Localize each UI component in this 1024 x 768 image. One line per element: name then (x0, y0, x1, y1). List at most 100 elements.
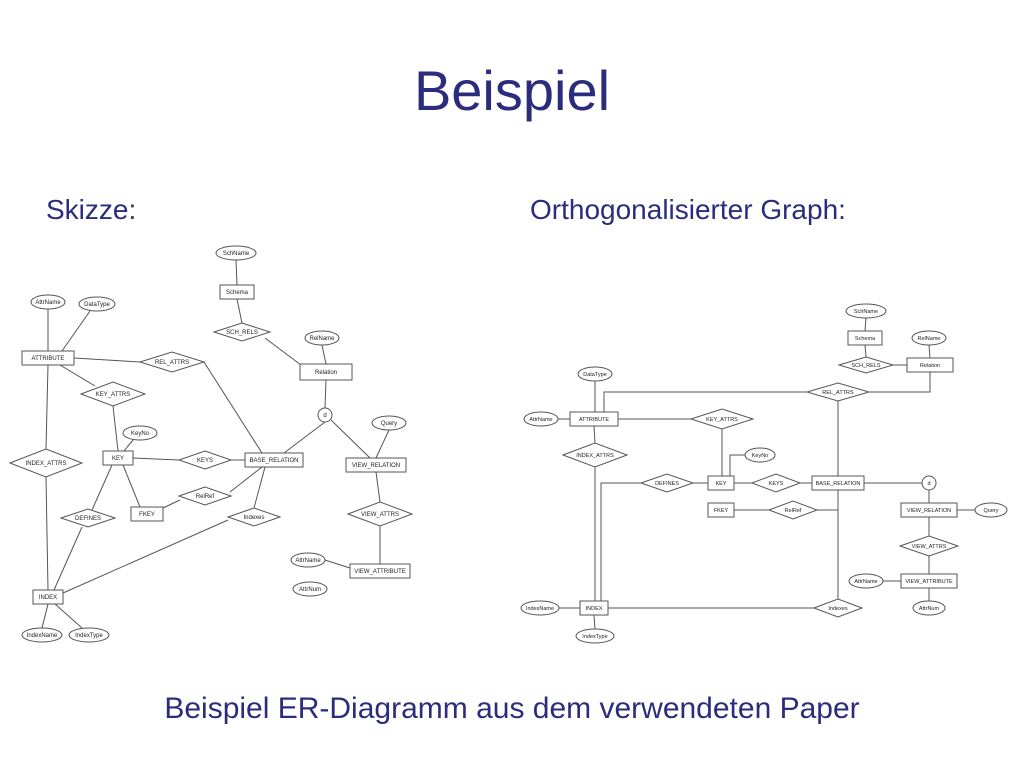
sketch-index-attrs-label: INDEX_ATTRS (26, 461, 67, 467)
ortho-rel-attrs-relationship: REL_ATTRS (805, 382, 871, 402)
sketch-view-relation-entity: VIEW_RELATION (345, 457, 407, 473)
sketch-key-attrs-relationship: KEY_ATTRS (79, 381, 147, 407)
ortho-query-label: Query (984, 508, 999, 514)
sketch-schname-label: SchName (223, 251, 250, 257)
ortho-relation-entity: Relation (906, 357, 954, 373)
ortho-schema-label: Schema (855, 336, 876, 342)
sketch-key-attrs-label: KEY_ATTRS (96, 392, 131, 398)
ortho-attrnum-label: AttrNum (919, 606, 940, 612)
sketch-keyno-attribute: KeyNo (122, 425, 158, 441)
ortho-attribute-label: ATTRIBUTE (579, 417, 609, 423)
ortho-edge (864, 344, 867, 358)
ortho-edge (729, 454, 746, 476)
orthogonal-graph-label: Orthogonalisierter Graph: (530, 194, 846, 225)
sketch-edge (73, 357, 141, 363)
sketch-label: Skizze: (46, 194, 137, 225)
sketch-schema-label: Schema (226, 290, 249, 296)
sketch-index-entity: INDEX (32, 589, 64, 605)
sketch-attrnum-label: AttrNum (299, 587, 321, 593)
sketch-indexes-relationship: Indexes (226, 507, 282, 527)
slide-title: Beispiel (413, 59, 611, 122)
sketch-edge (132, 457, 180, 461)
ortho-indexes-label: Indexes (828, 606, 848, 612)
sketch-edge (203, 361, 263, 454)
sketch-view-attribute-label: VIEW_ATTRIBUTE (354, 569, 406, 575)
sketch-edge (45, 476, 49, 591)
ortho-keyno-label: KeyNo (752, 453, 769, 459)
ortho-d-circle: d (921, 475, 937, 491)
ortho-base-relation-entity: BASE_RELATION (811, 475, 865, 491)
ortho-schname-attribute: SchName (845, 303, 887, 319)
ortho-attrname2-attribute: AttrName (848, 573, 884, 589)
ortho-indexname-label: IndexName (526, 606, 554, 612)
sketch-relname-label: RelName (309, 336, 335, 342)
sketch-view-attribute-entity: VIEW_ATTRIBUTE (349, 563, 411, 579)
ortho-query-attribute: Query (974, 502, 1008, 518)
sketch-sch-rels-label: SCH_RELS (226, 330, 258, 336)
sketch-view-attrs-relationship: VIEW_ATTRS (346, 501, 414, 527)
sketch-edge (41, 603, 49, 629)
sketch-attrname-label: AttrName (35, 300, 61, 306)
ortho-relname-attribute: RelName (911, 330, 947, 346)
sketch-keys-label: KEYS (197, 458, 213, 464)
sketch-indexname-label: IndexName (27, 633, 58, 639)
sketch-attrname2-label: AttrName (295, 558, 321, 564)
sketch-edge (375, 429, 390, 459)
ortho-edge (593, 425, 596, 444)
ortho-edge (864, 317, 867, 332)
sketch-keys-relationship: KEYS (177, 450, 233, 470)
ortho-edge (593, 614, 596, 630)
sketch-edge (264, 337, 306, 369)
ortho-fkey-entity: FKEY (707, 502, 735, 518)
ortho-index-attrs-label: INDEX_ATTRS (576, 453, 614, 459)
sketch-edge (375, 471, 381, 503)
ortho-schname-label: SchName (854, 309, 878, 315)
ortho-edge (603, 391, 807, 412)
sketch-index-label: INDEX (39, 595, 57, 601)
ortho-attrname2-label: AttrName (854, 579, 877, 585)
sketch-relref-relationship: RelRef (177, 486, 233, 506)
sketch-rel-attrs-relationship: REL_ATTRS (138, 351, 206, 373)
sketch-query-attribute: Query (371, 415, 407, 431)
ortho-view-attrs-label: VIEW_ATTRS (912, 544, 947, 550)
sketch-edge (53, 526, 83, 591)
ortho-defines-relationship: DEFINES (639, 473, 695, 493)
sketch-edge (112, 405, 119, 452)
ortho-datatype-label: DataType (583, 372, 607, 378)
sketch-relation-label: Relation (315, 370, 337, 376)
ortho-keyno-attribute: KeyNo (744, 447, 776, 463)
ortho-index-label: INDEX (586, 606, 603, 612)
sketch-key-entity: KEY (102, 450, 134, 466)
sketch-edge (330, 419, 371, 459)
sketch-attribute-entity: ATTRIBUTE (21, 350, 75, 366)
ortho-key-entity: KEY (707, 475, 735, 491)
ortho-rel-attrs-label: REL_ATTRS (822, 390, 854, 396)
sketch-d-circle: d (317, 407, 333, 423)
ortho-datatype-attribute: DataType (577, 366, 613, 382)
sketch-edge (91, 464, 113, 511)
sketch-edge (229, 466, 263, 493)
ortho-relname-label: RelName (918, 336, 941, 342)
slide-caption: Beispiel ER-Diagramm aus dem verwendeten… (164, 692, 860, 725)
sketch-edge (62, 519, 229, 594)
sketch-key-label: KEY (112, 456, 124, 462)
sketch-fkey-entity: FKEY (130, 506, 164, 522)
ortho-attrname-attribute: AttrName (523, 411, 559, 427)
ortho-attribute-entity: ATTRIBUTE (569, 411, 619, 427)
sketch-index-attrs-relationship: INDEX_ATTRS (8, 448, 84, 478)
sketch-indexes-label: Indexes (243, 515, 264, 521)
ortho-defines-label: DEFINES (655, 481, 679, 487)
sketch-rel-attrs-label: REL_ATTRS (155, 360, 189, 366)
ortho-view-attribute-entity: VIEW_ATTRIBUTE (900, 573, 958, 589)
ortho-view-relation-label: VIEW_RELATION (907, 508, 951, 514)
sketch-defines-label: DEFINES (75, 516, 101, 522)
ortho-edge (817, 490, 839, 511)
ortho-indexname-attribute: IndexName (520, 600, 560, 616)
sketch-diagram: SchNameSchemaSCH_RELSRelNameRelationAttr… (8, 245, 414, 643)
sketch-attribute-label: ATTRIBUTE (32, 356, 65, 362)
ortho-keys-relationship: KEYS (750, 473, 802, 493)
ortho-attrnum-attribute: AttrNum (912, 600, 946, 616)
ortho-indextype-label: IndexType (582, 634, 607, 640)
ortho-index-entity: INDEX (579, 600, 609, 616)
sketch-edge (321, 344, 327, 365)
